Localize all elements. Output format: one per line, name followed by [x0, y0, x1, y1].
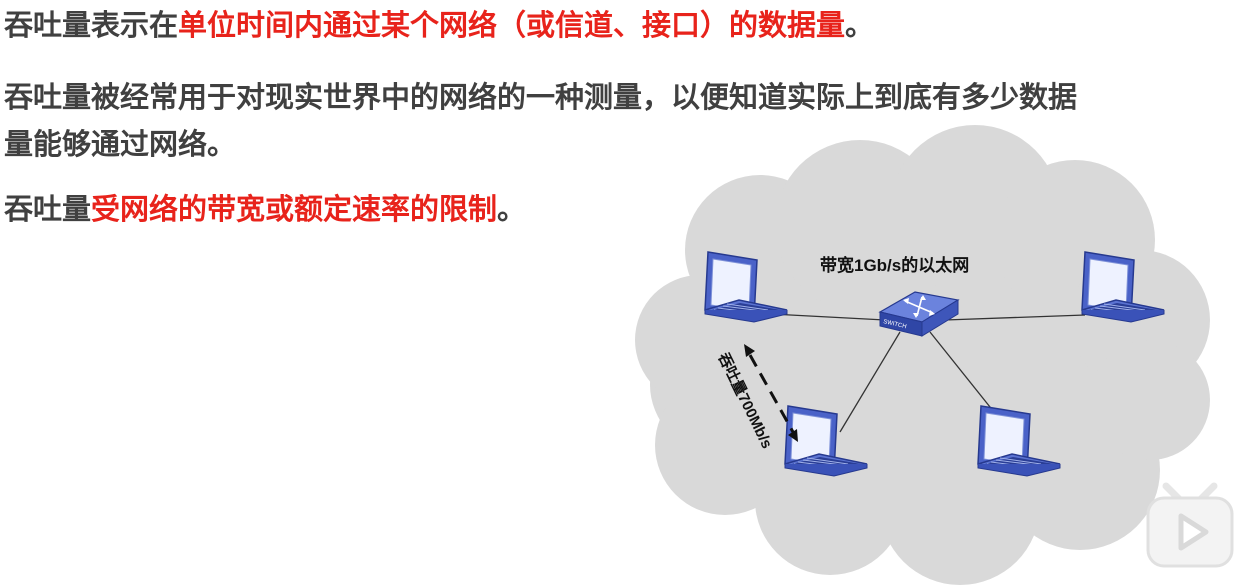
- paragraph-throughput-definition: 吞吐量表示在单位时间内通过某个网络（或信道、接口）的数据量。: [4, 2, 874, 49]
- paragraph-throughput-usage: 吞吐量被经常用于对现实世界中的网络的一种测量，以便知道实际上到底有多少数据量能够…: [4, 74, 1077, 168]
- limit-lead: 吞吐量: [4, 192, 92, 226]
- limit-highlight: 受网络的带宽或额定速率的限制: [91, 192, 498, 226]
- bilibili-play-icon: [1146, 482, 1234, 568]
- switch-label: SWITCH: [883, 319, 907, 330]
- definition-tail: 。: [845, 8, 875, 42]
- definition-highlight: 单位时间内通过某个网络（或信道、接口）的数据量: [178, 8, 846, 42]
- usage-line-2: 量能够通过网络。: [4, 127, 237, 161]
- limit-tail: 。: [497, 192, 527, 226]
- switch-icon: SWITCH: [878, 291, 960, 337]
- paragraph-throughput-limit: 吞吐量受网络的带宽或额定速率的限制。: [4, 186, 526, 233]
- definition-lead: 吞吐量表示在: [4, 8, 179, 42]
- usage-line-1: 吞吐量被经常用于对现实世界中的网络的一种测量，以便知道实际上到底有多少数据: [4, 80, 1078, 114]
- bandwidth-label: 带宽1Gb/s的以太网: [820, 255, 969, 275]
- double-arrow-icon: [744, 344, 798, 442]
